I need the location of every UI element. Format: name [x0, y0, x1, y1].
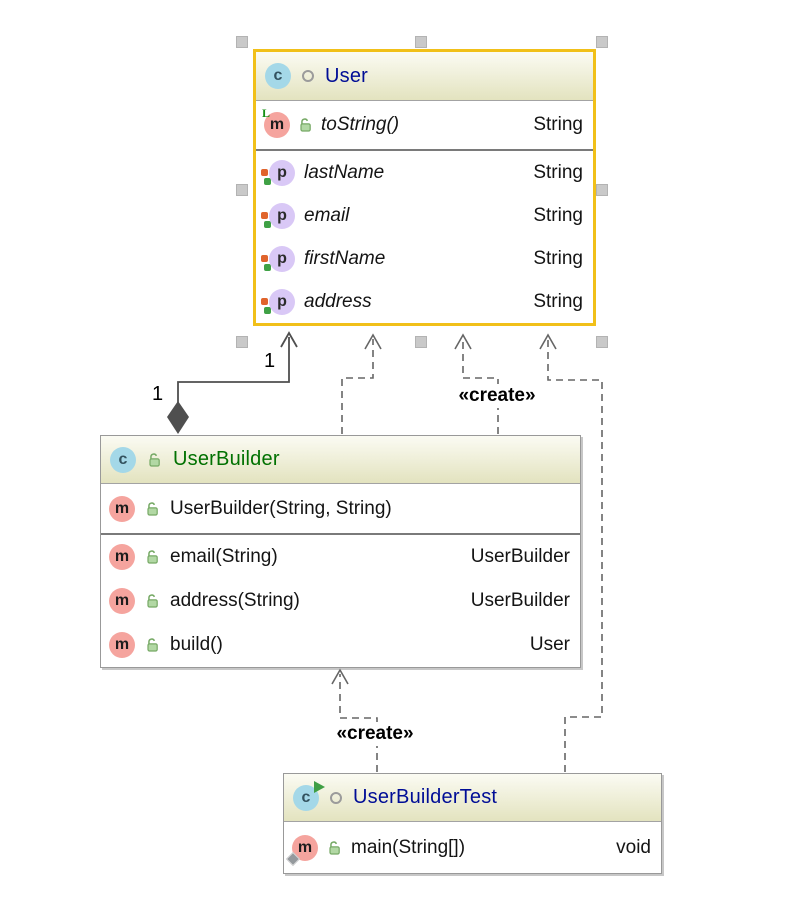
member-type: String — [533, 290, 583, 312]
member-type: UserBuilder — [470, 590, 570, 611]
selection-handle-bottom-center[interactable] — [415, 336, 427, 348]
arrowhead — [364, 333, 382, 350]
getter-dot-icon — [264, 306, 271, 314]
member-row-build[interactable]: m build() User — [101, 623, 580, 667]
selection-handle-top-left[interactable] — [236, 36, 248, 48]
method-icon: m — [109, 544, 135, 570]
class-node-userbuilder[interactable]: c UserBuilder m UserBuilder(String, Stri… — [100, 435, 581, 668]
member-name: address — [304, 290, 372, 312]
selection-handle-top-right[interactable] — [596, 36, 608, 48]
member-name: address(String) — [170, 590, 300, 611]
member-type: String — [533, 114, 583, 135]
section-divider — [256, 149, 593, 151]
member-row-address-method[interactable]: m address(String) UserBuilder — [101, 579, 580, 623]
member-row-email[interactable]: p email String — [256, 194, 593, 237]
getter-dot-icon — [264, 263, 271, 271]
selection-handle-bottom-right[interactable] — [596, 336, 608, 348]
method-icon: m — [109, 632, 135, 658]
class-header[interactable]: c UserBuilderTest — [284, 774, 661, 822]
property-icon: p — [261, 288, 295, 315]
setter-dot-icon — [261, 254, 268, 262]
selection-handle-mid-right[interactable] — [596, 184, 608, 196]
runnable-class-icon: c — [293, 780, 325, 811]
getter-dot-icon — [264, 177, 271, 185]
property-icon: p — [261, 202, 295, 229]
property-icon: p — [261, 159, 295, 186]
public-lock-icon — [147, 550, 158, 564]
member-row-main[interactable]: m main(String[]) void — [284, 822, 661, 873]
class-title: UserBuilderTest — [353, 786, 498, 808]
dependency-edge-userbuilder-user[interactable] — [341, 333, 382, 434]
class-node-userbuildertest[interactable]: c UserBuilderTest m main(String[]) void — [283, 773, 662, 874]
public-lock-icon — [300, 118, 311, 132]
member-name: firstName — [304, 247, 386, 269]
member-row-address[interactable]: p address String — [256, 280, 593, 323]
member-row-constructor[interactable]: m UserBuilder(String, String) — [101, 484, 580, 533]
member-row-lastname[interactable]: p lastName String — [256, 151, 593, 194]
method-icon: m — [285, 834, 318, 866]
multiplicity-label-target: 1 — [264, 350, 276, 372]
class-title: User — [325, 64, 369, 87]
public-lock-icon — [149, 452, 160, 467]
member-name: UserBuilder(String, String) — [170, 497, 392, 519]
member-type: String — [533, 161, 583, 183]
member-type: UserBuilder — [470, 546, 570, 567]
member-name: email — [304, 204, 350, 226]
getter-dot-icon — [264, 220, 271, 228]
member-type: User — [529, 634, 570, 655]
public-lock-icon — [329, 840, 340, 855]
member-name: email(String) — [170, 546, 278, 567]
section-divider — [101, 533, 580, 535]
member-name: build() — [170, 634, 223, 655]
arrowhead — [539, 333, 557, 350]
class-icon: c — [110, 446, 136, 473]
member-row-firstname[interactable]: p firstName String — [256, 237, 593, 280]
member-type: String — [533, 247, 583, 269]
create-stereotype-label: «create» — [319, 722, 431, 746]
arrowhead — [280, 331, 298, 348]
override-badge-icon: L — [262, 106, 271, 120]
arrowhead — [331, 668, 349, 685]
create-edge-test-userbuilder[interactable] — [331, 668, 378, 772]
member-row-email-method[interactable]: m email(String) UserBuilder — [101, 535, 580, 579]
member-type: String — [533, 204, 583, 226]
selection-handle-mid-left[interactable] — [236, 184, 248, 196]
class-header[interactable]: c User — [256, 52, 593, 101]
class-icon: c — [265, 63, 291, 89]
method-icon: m — [109, 588, 135, 614]
selection-handle-top-center[interactable] — [415, 36, 427, 48]
member-type: void — [616, 836, 651, 858]
class-header[interactable]: c UserBuilder — [101, 436, 580, 484]
public-lock-icon — [147, 638, 158, 652]
public-lock-icon — [147, 501, 158, 516]
create-edge-test-user[interactable] — [539, 333, 603, 772]
class-title: UserBuilder — [173, 448, 280, 470]
multiplicity-label-source: 1 — [152, 383, 164, 405]
method-icon: m — [109, 495, 135, 522]
public-lock-icon — [147, 594, 158, 608]
member-name: toString() — [321, 114, 400, 135]
member-name: lastName — [304, 161, 385, 183]
selection-handle-bottom-left[interactable] — [236, 336, 248, 348]
aggregation-diamond — [167, 401, 189, 434]
package-visibility-icon — [302, 70, 314, 82]
create-stereotype-label: «create» — [441, 384, 553, 408]
setter-dot-icon — [261, 211, 268, 219]
package-visibility-icon — [330, 791, 342, 804]
run-play-icon — [314, 780, 325, 793]
arrowhead — [454, 333, 472, 350]
member-name: main(String[]) — [351, 836, 466, 858]
aggregation-edge-userbuilder-user[interactable] — [167, 331, 298, 434]
setter-dot-icon — [261, 297, 268, 305]
setter-dot-icon — [261, 168, 268, 176]
property-icon: p — [261, 245, 295, 272]
